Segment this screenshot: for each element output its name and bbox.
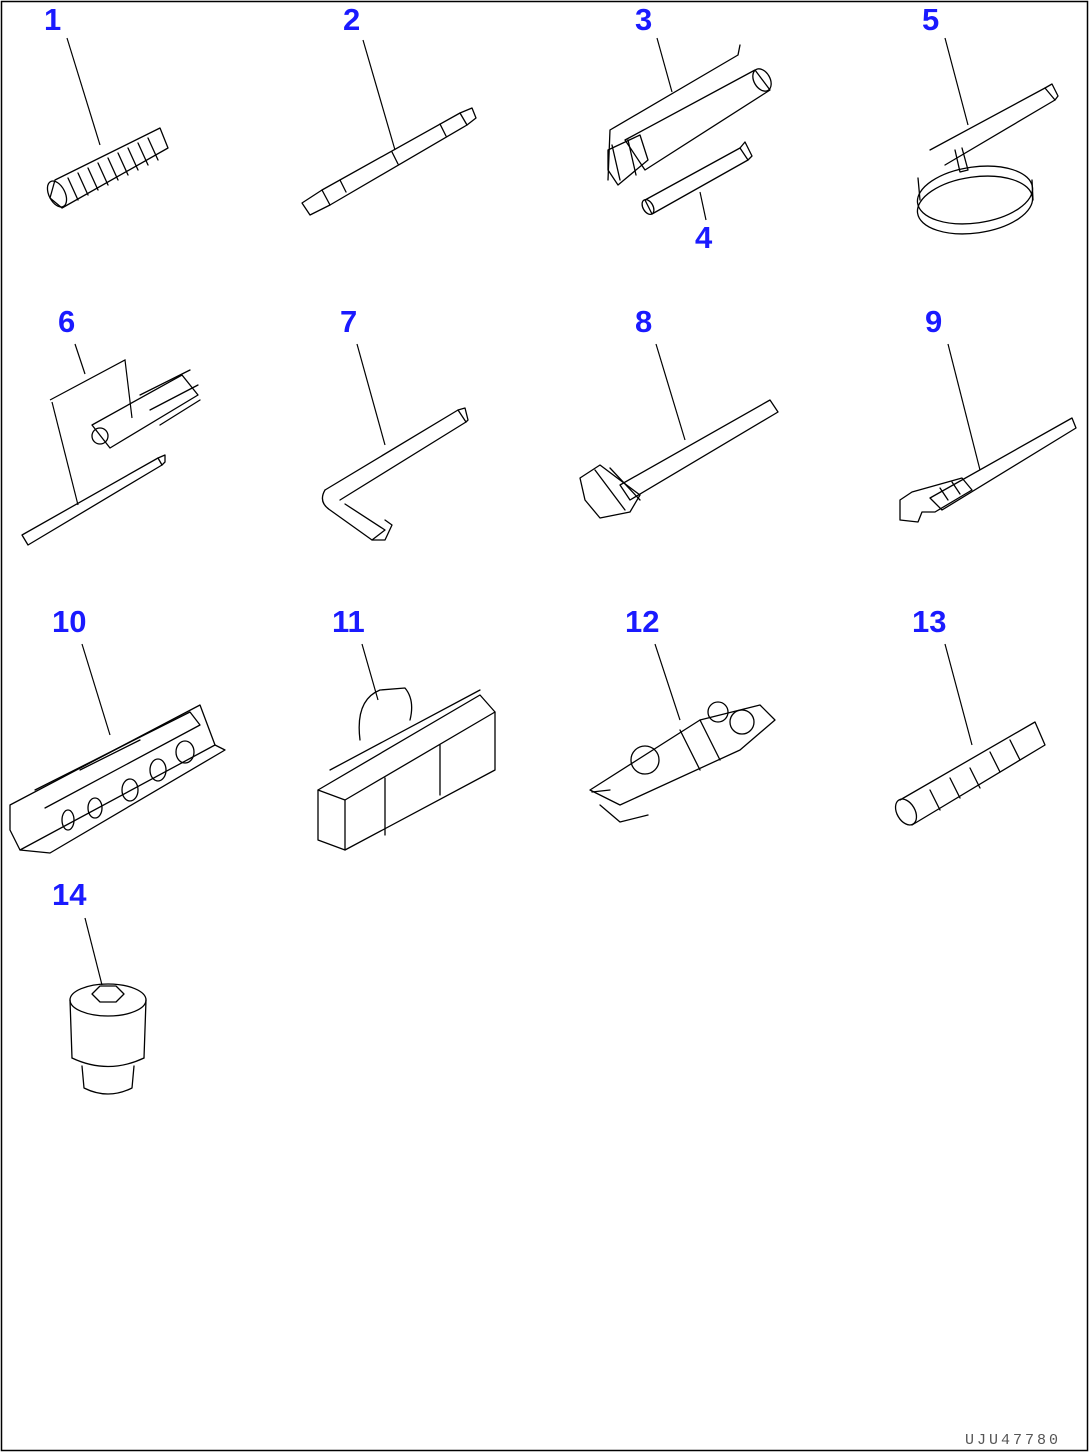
part-2: 2 [301,2,477,216]
pliers-drawing [589,701,776,823]
tool-bag-drawing [317,687,496,851]
part-5: 5 [916,2,1059,235]
part-number-8: 8 [635,304,652,339]
part-number-1: 1 [44,2,61,37]
part-3: 3 [607,2,772,186]
grease-gun-drawing [607,44,772,186]
part-number-3: 3 [635,2,652,37]
part-number-10: 10 [52,604,86,639]
box-spanner-drawing [91,369,201,449]
part-7: 7 [321,304,469,541]
part-14: 14 [52,877,147,1095]
part-number-13: 13 [912,604,946,639]
part-number-7: 7 [340,304,357,339]
part-number-6: 6 [58,304,75,339]
tommy-bar-drawing [21,454,166,546]
part-11: 11 [317,604,496,851]
part-1: 1 [44,2,169,209]
grease-nozzle-drawing [641,141,753,216]
part-6: 6 [21,304,201,546]
hammer-drawing [579,399,779,519]
part-number-12: 12 [625,604,659,639]
coil-spring-drawing [46,127,169,209]
part-number-14: 14 [52,877,87,912]
filter-wrench-drawing [916,83,1059,235]
part-12: 12 [589,604,776,823]
part-10: 10 [9,604,226,854]
socket-drawing [69,983,147,1095]
hex-key-drawing [321,407,469,541]
part-number-5: 5 [922,2,939,37]
part-number-9: 9 [925,304,942,339]
socket-set-case-drawing [9,704,226,854]
extension-bar-drawing [301,107,477,216]
part-number-2: 2 [343,2,360,37]
part-number-11: 11 [332,604,365,639]
part-number-4: 4 [695,220,713,255]
drawing-code: UJU47780 [965,1432,1061,1449]
part-13: 13 [894,604,1046,826]
part-4: 4 [641,141,753,255]
part-8: 8 [579,304,779,519]
pry-bar-drawing [899,417,1077,523]
pipe-sleeve-drawing [894,721,1046,826]
part-9: 9 [899,304,1077,523]
